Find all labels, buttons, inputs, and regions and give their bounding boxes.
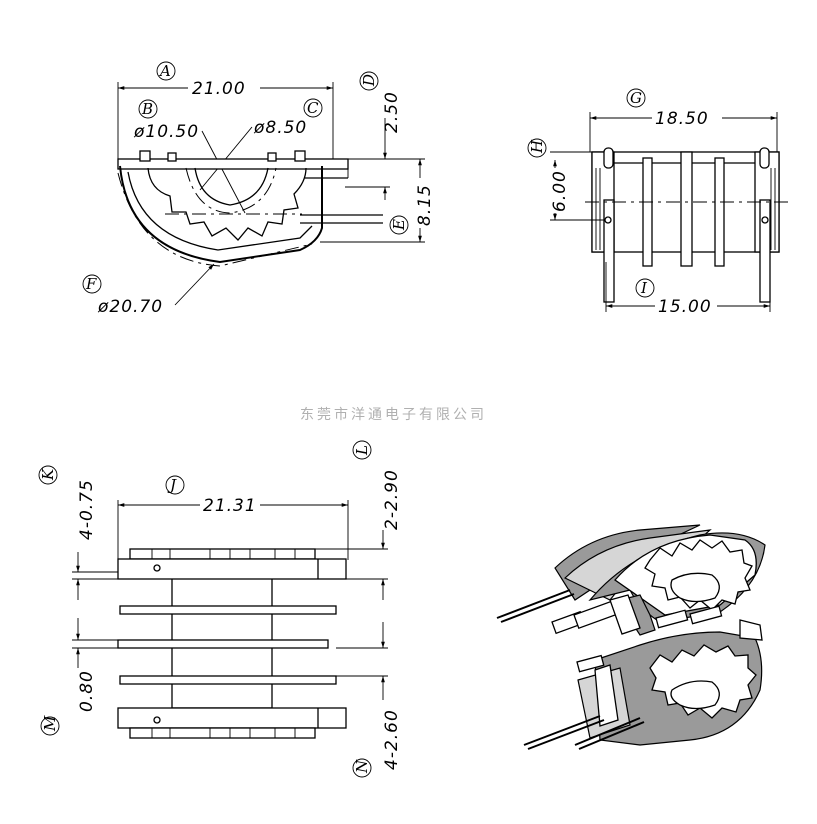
label-l-bubble: [352, 440, 372, 460]
dim-g-value: 18.50: [655, 109, 709, 129]
dim-outer-hole: ø10.50: [133, 122, 199, 142]
dim-i-value: 15.00: [658, 297, 712, 317]
label-d-bubble: [359, 71, 379, 91]
label-m-bubble: [40, 716, 60, 736]
label-j: J: [167, 476, 177, 494]
label-e: E: [390, 219, 408, 231]
label-c-bubble: [303, 98, 323, 118]
label-m: M: [41, 715, 59, 732]
label-l: L: [353, 445, 371, 456]
dim-outer-diameter: ø20.70: [97, 297, 163, 317]
label-d: D: [360, 74, 378, 87]
label-n: N: [353, 759, 371, 774]
label-b: B: [141, 100, 153, 118]
label-i-bubble: [635, 278, 655, 298]
label-k: K: [39, 468, 57, 481]
label-g: G: [630, 89, 642, 107]
label-g-bubble: [626, 88, 646, 108]
bottom-view: J 21.31: [38, 440, 402, 778]
dim-n-value: 4-2.60: [382, 709, 402, 770]
dim-inner-hole: ø8.50: [253, 118, 307, 138]
dim-d-value: 2.50: [382, 91, 402, 133]
dim-j-value: 21.31: [203, 496, 257, 516]
company-watermark: 东莞市洋通电子有限公司: [300, 406, 487, 423]
label-h: H: [528, 139, 546, 154]
label-f: F: [85, 275, 97, 293]
dim-k-value: 4-0.75: [77, 479, 97, 540]
label-a-bubble: [156, 61, 176, 81]
dim-h-value: 6.00: [550, 170, 570, 212]
label-b-bubble: [138, 99, 158, 119]
label-f-bubble: [82, 274, 102, 294]
label-h-bubble: [527, 138, 547, 158]
label-j-bubble: [165, 475, 185, 495]
dim-m-value: 0.80: [77, 670, 97, 712]
isometric-view: [496, 524, 766, 750]
top-view: 21.00 A B C ø10.50 ø8.50: [82, 61, 435, 317]
dim-l-value: 2-2.90: [382, 469, 402, 530]
label-e-bubble: [389, 215, 409, 235]
label-n-bubble: [352, 758, 372, 778]
label-a: A: [158, 62, 171, 80]
dim-total-height: 8.15: [415, 184, 435, 226]
side-view: G 18.50 6.00 H: [527, 88, 790, 317]
label-k-bubble: [38, 465, 58, 485]
label-c: C: [307, 99, 319, 117]
dim-a-value: 21.00: [192, 79, 246, 99]
label-i: I: [640, 279, 648, 297]
